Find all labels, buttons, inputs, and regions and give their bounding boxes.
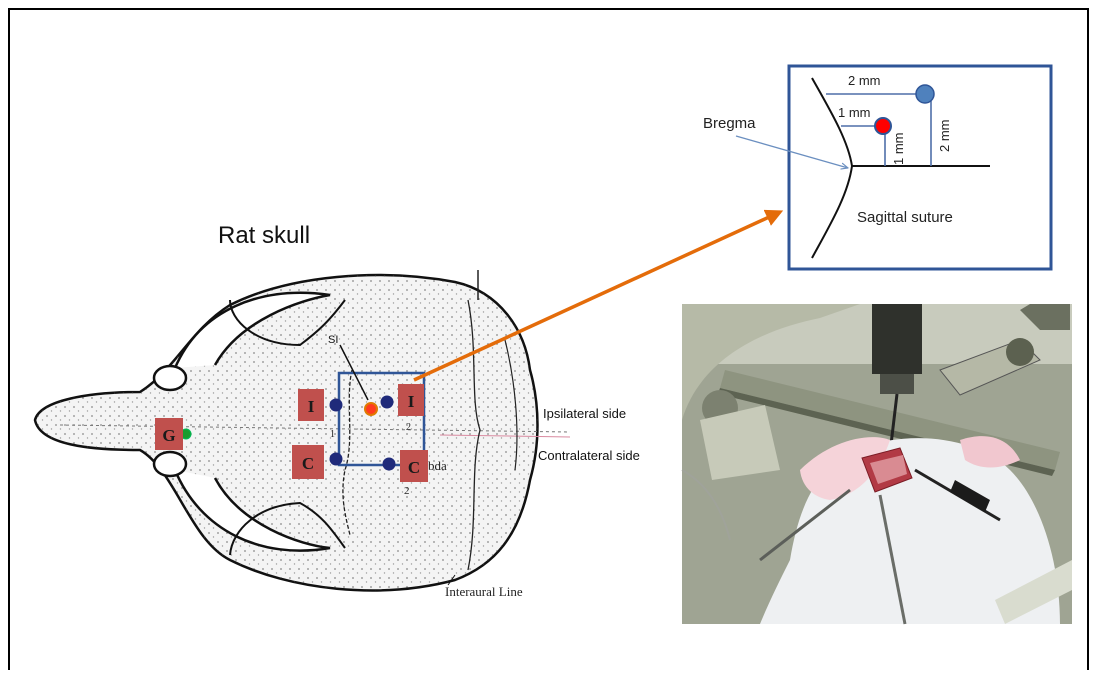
skull-number-2-top: 2 — [406, 422, 411, 433]
lambda-label: bda — [428, 458, 447, 473]
electrode-dot-contra-2 — [383, 458, 396, 471]
site-2mm-dot — [916, 85, 934, 103]
si-label: SI — [328, 334, 338, 346]
svg-text:I: I — [408, 392, 415, 411]
electrode-dot-ipsi-2 — [381, 396, 394, 409]
marker-c-left: C — [292, 445, 324, 479]
electrode-dot-ipsi-1 — [330, 399, 343, 412]
contralateral-label: Contralateral side — [538, 448, 640, 463]
svg-text:G: G — [162, 426, 175, 445]
svg-text:I: I — [308, 397, 315, 416]
marker-i-left: I — [298, 389, 324, 421]
rat-skull-illustration — [35, 270, 570, 590]
marker-g: G — [155, 418, 183, 450]
si-injection-dot — [365, 403, 377, 415]
interaural-line-label: Interaural Line — [445, 584, 523, 599]
dim-1mm-horizontal: 1 mm — [838, 105, 871, 120]
marker-c-right: C — [400, 450, 428, 482]
stereotaxic-surgery-photo — [682, 304, 1072, 624]
skull-number-2-bottom: 2 — [404, 485, 410, 497]
sagittal-suture-label: Sagittal suture — [857, 209, 953, 226]
skull-number-1: 1 — [330, 429, 335, 440]
bregma-inset: 2 mm 1 mm 1 mm 2 mm Bregma Sagittal sutu… — [703, 66, 1051, 269]
ipsilateral-label: Ipsilateral side — [543, 406, 626, 421]
svg-text:C: C — [408, 458, 420, 477]
dim-2mm-vertical: 2 mm — [937, 120, 952, 153]
bregma-label: Bregma — [703, 115, 756, 132]
page-title: Rat skull — [218, 222, 310, 249]
svg-text:C: C — [302, 454, 314, 473]
dim-1mm-vertical: 1 mm — [891, 133, 906, 166]
dim-2mm-horizontal: 2 mm — [848, 73, 881, 88]
marker-i-right: I — [398, 384, 424, 416]
site-1mm-dot — [875, 118, 891, 134]
electrode-dot-contra-1 — [330, 453, 343, 466]
